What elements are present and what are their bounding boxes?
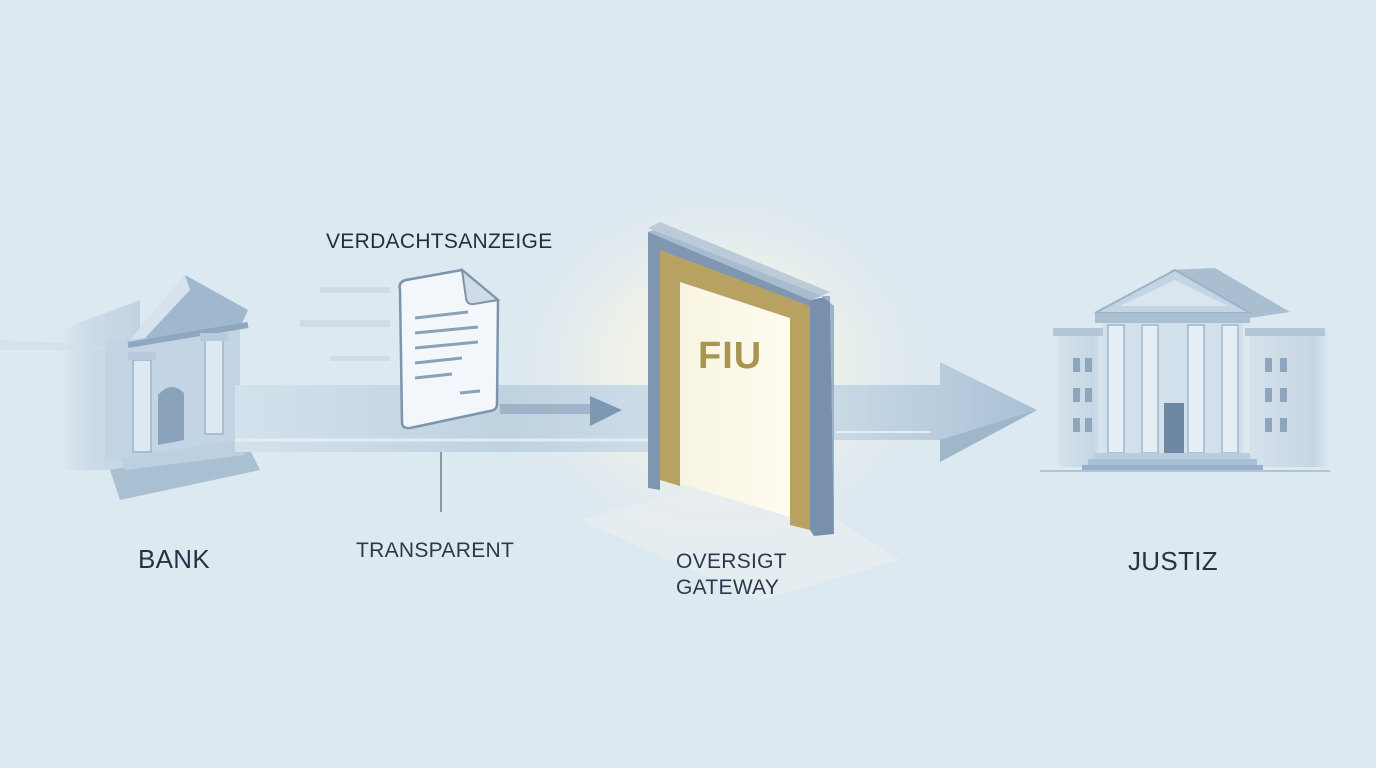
bank-label: BANK [138,544,211,574]
gateway-floor-light [580,470,900,600]
gateway-door-label: FIU [698,335,763,377]
motion-streaks [300,287,390,361]
channel-label: TRANSPARENT [356,539,515,562]
fiu-gateway-icon [648,222,834,536]
document-label: VERDACHTSANZEIGE [326,230,553,253]
justiz-label: JUSTIZ [1128,546,1218,576]
bank-building-icon [0,275,260,500]
flow-arrow-large [830,362,1037,462]
gateway-label-line1: OVERSIGT [676,550,787,573]
document-icon [398,267,501,430]
flow-arrow-small [500,396,622,426]
gateway-label-line2: GATEWAY [676,576,780,599]
flow-band [235,385,778,452]
gateway-label: OVERSIGT GATEWAY [676,549,787,601]
